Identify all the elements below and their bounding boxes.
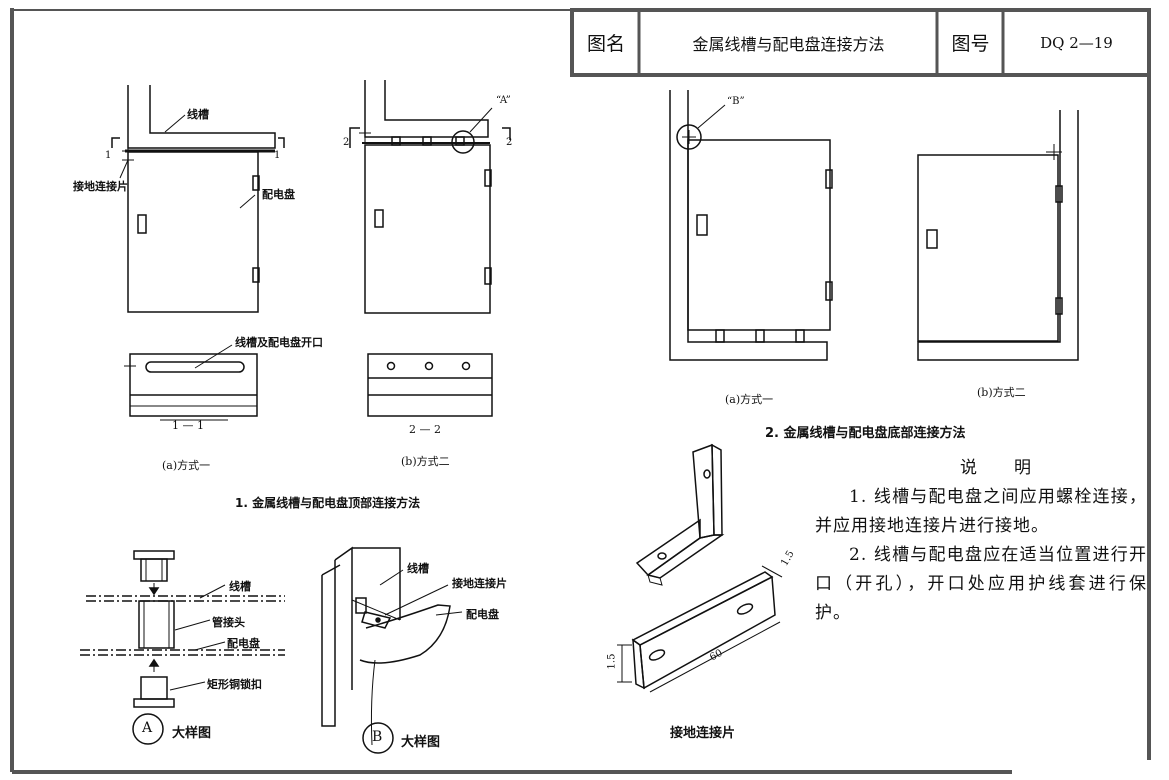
opening-label: 线槽及配电盘开口: [235, 336, 323, 349]
top-a-ground-label: 接地连接片: [73, 180, 128, 193]
detail-b-mark: “B”: [727, 96, 745, 107]
detail-a-caption: 大样图: [172, 726, 212, 741]
section-1-1-caption: 1 — 1: [172, 419, 204, 432]
bottom-section-title: 2. 金属线槽与配电盘底部连接方法: [765, 426, 966, 441]
bottom-caption-a: (a)方式一: [725, 393, 774, 406]
top-a-trough-label: 线槽: [187, 108, 209, 121]
top-method-a-drawing: [111, 85, 285, 313]
detail-a-drawing: [80, 550, 285, 745]
section-1-mark-left: 1: [105, 150, 112, 161]
note-item-2: 2. 线槽与配电盘应在适当位置进行开口（开孔），开口处应用护线套进行保护。: [815, 545, 1147, 623]
bottom-caption-b: (b)方式二: [977, 386, 1026, 399]
detail-a-panel-label: 配电盘: [227, 637, 260, 650]
title-block: [570, 8, 1151, 77]
bottom-method-b-drawing: [917, 110, 1079, 361]
section-2-mark-left: 2: [343, 137, 350, 148]
section-2-mark-right: 2: [506, 137, 513, 148]
section-1-1-drawing: [124, 344, 258, 421]
detail-b-trough-label: 线槽: [407, 562, 429, 575]
section-1-mark-right: 1: [274, 150, 281, 161]
ground-plate-drawing: [617, 443, 783, 693]
detail-b-ground-label: 接地连接片: [452, 577, 507, 590]
title-block-name-label: 图名: [586, 33, 625, 55]
top-section-title: 1. 金属线槽与配电盘顶部连接方法: [235, 496, 421, 510]
section-2-2-caption: 2 — 2: [409, 423, 441, 436]
ground-plate-caption: 接地连接片: [670, 726, 736, 741]
top-caption-a: (a)方式一: [162, 459, 211, 472]
notes-heading: 说 明: [960, 458, 1032, 478]
top-caption-b: (b)方式二: [401, 455, 450, 468]
drawing-number: DQ 2—19: [1040, 33, 1113, 52]
bottom-method-a-drawing: [669, 90, 833, 361]
detail-a-circle-letter: A: [142, 720, 153, 736]
detail-b-panel-label: 配电盘: [466, 608, 499, 621]
top-method-b-drawing: [349, 80, 511, 314]
top-a-panel-label: 配电盘: [262, 188, 295, 201]
detail-a-trough-label: 线槽: [229, 580, 251, 593]
detail-a-mark: “A”: [496, 95, 511, 106]
detail-b-circle-letter: B: [372, 729, 383, 745]
title-block-number-label: 图号: [951, 33, 990, 55]
plate-height-dim: 1.5: [606, 653, 618, 670]
drawing-title: 金属线槽与配电盘连接方法: [692, 34, 885, 54]
detail-b-drawing: [321, 546, 463, 754]
detail-b-caption: 大样图: [401, 735, 441, 750]
detail-a-nut-label: 矩形铜锁扣: [207, 678, 262, 691]
notes-block: 说 明 1. 线槽与配电盘之间应用螺栓连接，并应用接地连接片进行接地。 2. 线…: [815, 454, 1147, 628]
section-2-2-drawing: [367, 353, 493, 417]
note-item-1: 1. 线槽与配电盘之间应用螺栓连接，并应用接地连接片进行接地。: [815, 487, 1147, 536]
detail-a-joint-label: 管接头: [212, 616, 245, 629]
